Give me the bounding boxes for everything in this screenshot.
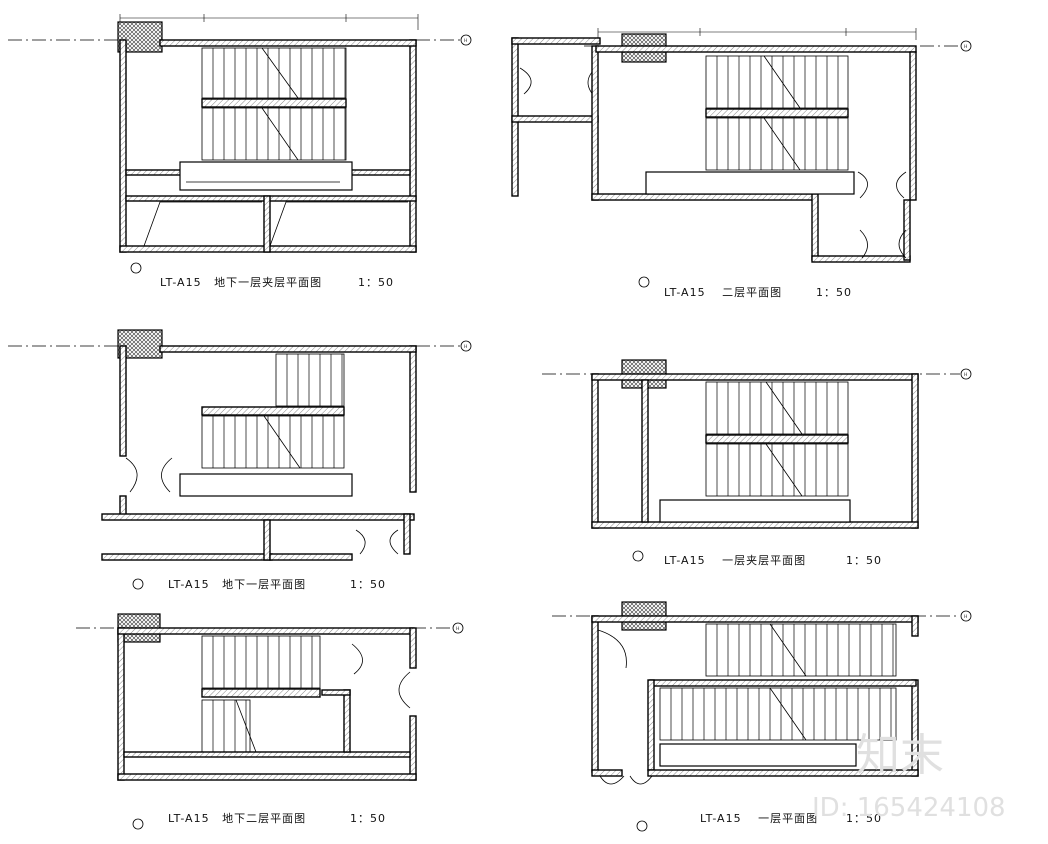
plan-code: LT-A15 xyxy=(664,554,706,567)
watermark: 知末 ID: 165424108 xyxy=(812,730,1006,823)
axis-bubble-label: H xyxy=(964,614,967,620)
plan-scale: 1：50 xyxy=(816,286,852,299)
plan-code: LT-A15 xyxy=(168,812,210,825)
svg-text:LT-A15 地下一层平面图: LT-A15 地下一层平面图 xyxy=(168,578,306,591)
axis-bubble-label: H xyxy=(456,626,459,632)
svg-text:LT-A15 一层夹层平面图: LT-A15 一层夹层平面图 xyxy=(664,554,806,567)
watermark-id: ID: 165424108 xyxy=(812,793,1006,823)
plan-title: 一层平面图 xyxy=(758,812,818,825)
svg-text:LT-A15 地下一层夹层平面图: LT-A15 地下一层夹层平面图 xyxy=(160,276,322,289)
svg-text:LT-A15 地下二层平面图: LT-A15 地下二层平面图 xyxy=(168,812,306,825)
stair-flight xyxy=(659,623,897,741)
plan-title: 一层夹层平面图 xyxy=(722,554,806,567)
axis-bubble-label: H xyxy=(964,372,967,378)
stair-flight xyxy=(705,381,849,497)
plan-basement2: H LT-A15 地下二层平面图 1：50 xyxy=(76,613,464,830)
plan-scale: 1：50 xyxy=(350,578,386,591)
stair-flight xyxy=(201,47,347,161)
plan-code: LT-A15 xyxy=(168,578,210,591)
plan-basement1-mezzanine: H LT-A15 地下一层夹层平面图 1：50 xyxy=(8,14,472,289)
plan-title: 地下一层平面图 xyxy=(222,578,306,591)
plan-first-mezzanine: H LT-A15 一层夹层平面图 1：50 xyxy=(542,359,972,567)
stair-flight xyxy=(705,55,849,171)
plan-code: LT-A15 xyxy=(160,276,202,289)
axis-bubble-label: H xyxy=(964,44,967,50)
plan-second-floor: H LT-A15 二层平面图 1：50 xyxy=(511,28,972,299)
plan-title: 地下二层平面图 xyxy=(222,812,306,825)
svg-text:LT-A15 一层平面图: LT-A15 一层平面图 xyxy=(700,812,818,825)
plan-scale: 1：50 xyxy=(358,276,394,289)
stair-flight xyxy=(201,635,321,753)
plan-title: 二层平面图 xyxy=(722,286,782,299)
watermark-brand: 知末 xyxy=(856,730,944,781)
plan-scale: 1：50 xyxy=(846,554,882,567)
plan-code: LT-A15 xyxy=(664,286,706,299)
plan-scale: 1：50 xyxy=(350,812,386,825)
plan-code: LT-A15 xyxy=(700,812,742,825)
plan-scale: 1：50 xyxy=(846,812,882,825)
axis-bubble-label: H xyxy=(464,344,467,350)
svg-text:LT-A15 二层平面图: LT-A15 二层平面图 xyxy=(664,286,782,299)
plan-title: 地下一层夹层平面图 xyxy=(214,276,322,289)
plan-first-floor: H LT-A15 一层平面图 1：50 xyxy=(552,601,972,832)
plan-basement1: H LT-A15 地下一层平面图 1：50 xyxy=(8,329,472,591)
stair-flight xyxy=(201,353,345,469)
axis-bubble-label: H xyxy=(464,38,467,44)
